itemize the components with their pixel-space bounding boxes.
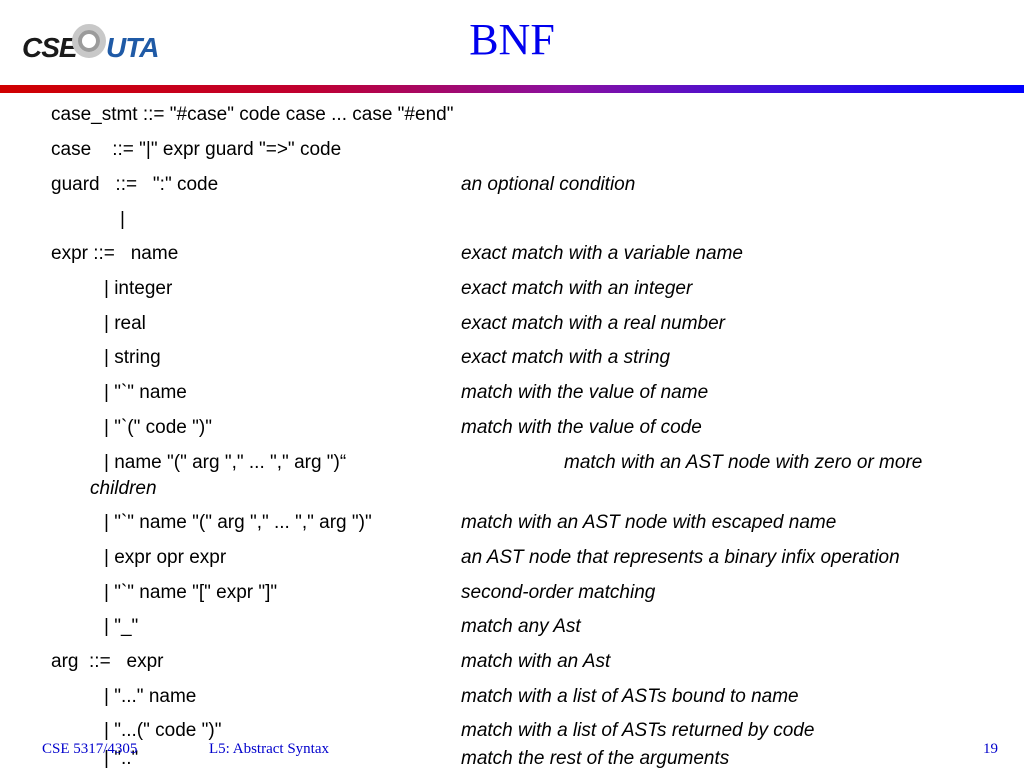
grammar-left: | name "(" arg "," ... "," arg ")“ (104, 452, 347, 473)
footer-lecture: L5: Abstract Syntax (209, 741, 329, 757)
logo-at-icon (78, 30, 100, 52)
grammar-comment: match with an AST node with zero or more (564, 452, 923, 473)
grammar-left: | real (104, 313, 146, 334)
grammar-comment: exact match with an integer (461, 278, 693, 299)
grammar-left: | "`(" code ")" (104, 417, 212, 438)
slide-title: BNF (469, 15, 555, 64)
grammar-left: expr ::= name (51, 243, 179, 264)
grammar-comment: match the rest of the arguments (461, 748, 730, 769)
grammar-comment: exact match with a string (461, 347, 671, 368)
logo-cse-text: CSE (22, 32, 78, 63)
grammar-left: | string (104, 347, 161, 368)
footer-course: CSE 5317/4305 (42, 741, 138, 757)
grammar-comment: match with a list of ASTs returned by co… (461, 720, 815, 741)
grammar-left: | "`" name (104, 382, 187, 403)
grammar-comment: exact match with a variable name (461, 243, 743, 264)
grammar-left: | expr opr expr (104, 547, 227, 568)
title-divider (0, 85, 1024, 93)
grammar-left: | ".." (104, 748, 139, 769)
grammar-left: | "...(" code ")" (104, 720, 222, 741)
grammar-comment: exact match with a real number (461, 313, 726, 334)
grammar-left: | "_" (104, 616, 139, 637)
grammar-comment-continuation: children (90, 478, 157, 499)
grammar-left: | "`" name "(" arg "," ... "," arg ")" (104, 512, 372, 533)
grammar-left: | integer (104, 278, 173, 299)
grammar-left: | "`" name "[" expr "]" (104, 582, 278, 603)
cse-uta-logo: CSE UTA (22, 22, 172, 66)
grammar-comment: match with an Ast (461, 651, 611, 672)
grammar-left: case ::= "|" expr guard "=>" code (51, 139, 342, 160)
footer-page-number: 19 (983, 741, 998, 757)
grammar-comment: match with the value of name (461, 382, 709, 403)
logo-ring-icon (72, 24, 106, 58)
logo-uta-text: UTA (106, 32, 159, 63)
grammar-left: | "..." name (104, 686, 197, 707)
grammar-left: guard ::= ":" code (51, 174, 219, 195)
grammar-comment: an optional condition (461, 174, 636, 195)
grammar-comment: match with a list of ASTs bound to name (461, 686, 799, 707)
grammar-comment: match with an AST node with escaped name (461, 512, 837, 533)
grammar-left: arg ::= expr (51, 651, 164, 672)
grammar-comment: second-order matching (461, 582, 656, 603)
grammar-left: | (120, 209, 125, 230)
grammar-comment: match any Ast (461, 616, 581, 637)
grammar-comment: match with the value of code (461, 417, 702, 438)
grammar-comment: an AST node that represents a binary inf… (461, 547, 900, 568)
grammar-left: case_stmt ::= "#case" code case ... case… (51, 104, 454, 125)
